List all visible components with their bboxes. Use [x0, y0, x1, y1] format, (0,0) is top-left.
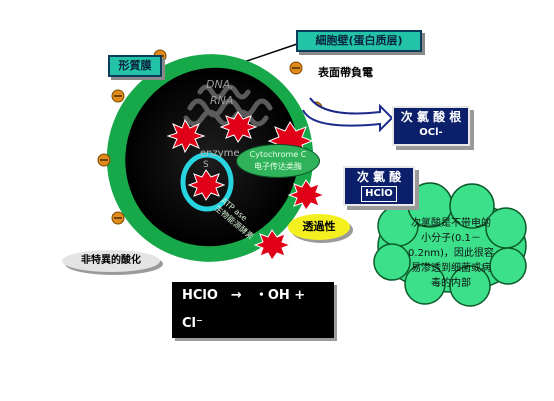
cytochrome-line2: 电子传达类酶: [254, 162, 302, 171]
dna-label: DNA,: [206, 78, 234, 91]
cytochrome-line1: Cytochrome C: [249, 150, 307, 159]
cell-wall-label: 細胞壁(蛋白质层): [296, 30, 422, 52]
cell-wall-leader: [243, 42, 301, 63]
charge-repel-arrow: [302, 97, 394, 133]
oxidation-star-icons: [166, 111, 326, 261]
hypochlorite-ion-box: 次 氯 酸 根 OCl-: [392, 106, 470, 146]
reaction-formula: HClO → ・OH + Cl⁻: [172, 282, 334, 338]
surface-charge-label: 表面帶負電: [318, 66, 373, 79]
cloud-text: 次氯酸是不带电的小分子(0.1－0.2nm)，因此很容易渗透到细菌或病毒的内部: [408, 218, 494, 289]
info-cloud: [373, 182, 527, 307]
enzyme-label: enzyme: [200, 148, 240, 159]
enzyme-ring: [180, 152, 234, 212]
hypochlorous-acid-box: 次 氯 酸 HClO: [343, 166, 415, 206]
membrane-label: 形質膜: [108, 55, 162, 77]
hypochlorous-acid-title: 次 氯 酸: [356, 170, 402, 184]
permeability-oval: 透過性: [288, 214, 350, 240]
dna-strand-icon: [183, 84, 273, 127]
hypochlorite-ion-title: 次 氯 酸 根: [400, 110, 462, 124]
hypochlorite-ion-formula: OCl-: [419, 127, 443, 138]
hypochlorous-acid-formula: HClO: [361, 186, 397, 202]
rna-label: RNA: [210, 94, 234, 107]
enzyme-sub-label: S: [203, 160, 209, 170]
nonspecific-oxidation-oval: 非特異的酸化: [62, 250, 160, 272]
cytochrome-oval: Cytochrome C 电子传达类酶: [236, 144, 320, 178]
